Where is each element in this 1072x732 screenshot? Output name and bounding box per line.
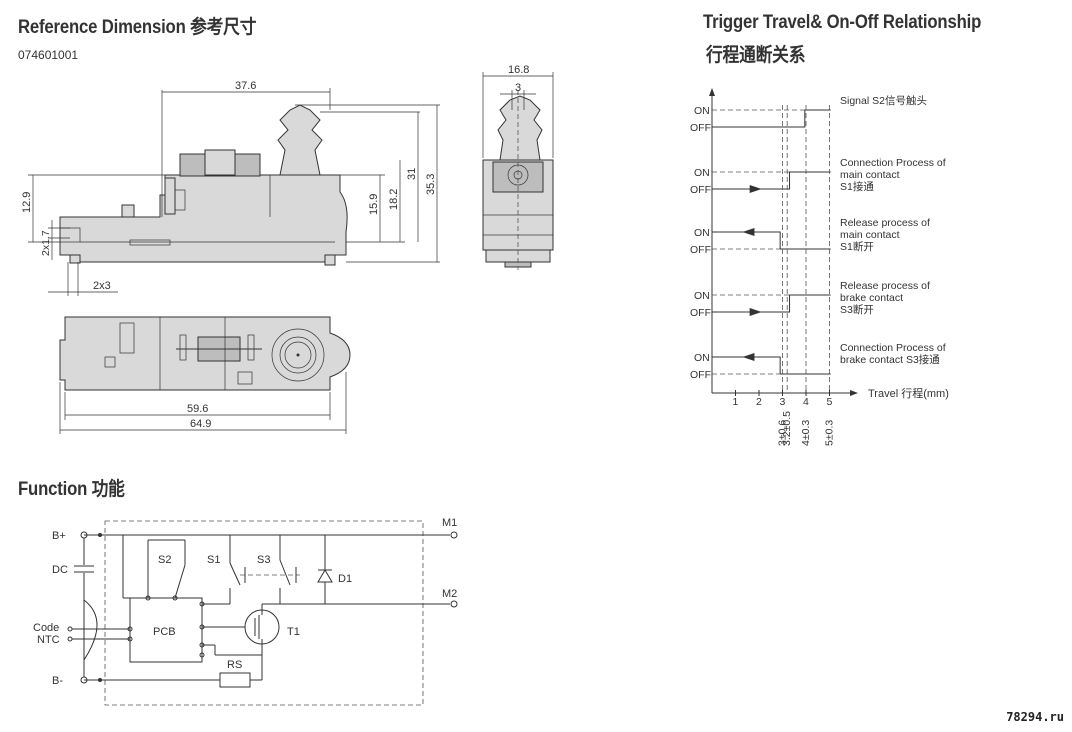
signal-trace-2: [712, 231, 831, 250]
dim-31: 31: [406, 168, 418, 180]
timing-diagram: Travel 行程(mm) ON OFF Signal S2信号触头 ON OFF Con…: [690, 88, 949, 446]
signal-trace-4: [712, 356, 831, 375]
on-label-3: ON: [694, 290, 710, 302]
dim-16-8: 16.8: [508, 64, 529, 76]
signal-trace-0: [712, 109, 831, 128]
label-code: Code: [33, 622, 59, 634]
dim-64-9: 64.9: [190, 418, 211, 430]
trigger-title-cn: 行程通断关系: [706, 45, 806, 66]
label-b-plus: B+: [52, 530, 66, 542]
dim-3: 3: [515, 82, 521, 94]
circuit-diagram: B+ DC Code NTC B- S2 S1 S3 D1 PCB T1 RS …: [33, 517, 458, 706]
travel-axis-label: Travel 行程(mm): [868, 387, 949, 400]
dim-59-6: 59.6: [187, 403, 208, 415]
dim-35-3: 35.3: [425, 174, 437, 195]
direction-arrow-1: [749, 185, 762, 193]
tolerance-3: 5±0.3: [824, 420, 836, 446]
label-b-minus: B-: [52, 675, 63, 687]
end-view: [482, 90, 554, 270]
row-label-1-c: S1接通: [840, 180, 874, 193]
row-label-4-a: Connection Process of: [840, 342, 946, 354]
row-label-0-a: Signal S2信号触头: [840, 94, 927, 107]
row-label-3-a: Release process of: [840, 280, 930, 292]
dim-12-9: 12.9: [21, 192, 33, 213]
tick-5: 5: [827, 396, 833, 408]
off-label-3: OFF: [690, 307, 711, 319]
row-label-3-c: S3断开: [840, 303, 874, 316]
label-s3: S3: [257, 554, 270, 566]
part-number: 074601001: [18, 48, 79, 62]
trigger-title-en: Trigger Travel& On-Off Relationship: [703, 12, 982, 33]
tolerance-1: 3.2±0.5: [781, 411, 793, 446]
row-label-2-b: main contact: [840, 229, 900, 241]
tick-3: 3: [780, 396, 786, 408]
label-pcb: PCB: [153, 626, 176, 638]
label-m1: M1: [442, 517, 457, 529]
off-label-1: OFF: [690, 184, 711, 196]
watermark: 78294.ru: [1006, 710, 1064, 724]
dim-2x1-7: 2x1.7: [40, 230, 52, 256]
label-rs: RS: [227, 659, 242, 671]
tolerance-0: 3±0.6: [777, 420, 789, 446]
label-ntc: NTC: [37, 634, 60, 646]
label-dc: DC: [52, 564, 68, 576]
tick-1: 1: [733, 396, 739, 408]
label-m2: M2: [442, 588, 457, 600]
dim-18-2: 18.2: [388, 189, 400, 210]
off-label-4: OFF: [690, 369, 711, 381]
row-label-2-a: Release process of: [840, 217, 930, 229]
dimension-lines: 37.6 15.9 18.2 31 35.3 12.9 2x1.7 2x3: [21, 64, 554, 434]
row-label-1-a: Connection Process of: [840, 157, 946, 169]
on-label-1: ON: [694, 167, 710, 179]
top-view: [59, 316, 351, 391]
direction-arrow-3: [749, 308, 762, 316]
tick-4: 4: [803, 396, 809, 408]
tick-2: 2: [756, 396, 762, 408]
on-label-2: ON: [694, 227, 710, 239]
label-t1: T1: [287, 626, 300, 638]
dim-15-9: 15.9: [368, 194, 380, 215]
direction-arrow-2: [742, 228, 755, 236]
row-label-3-b: brake contact: [840, 292, 903, 304]
signal-trace-1: [712, 171, 831, 190]
dim-37-6: 37.6: [235, 80, 256, 92]
off-label-2: OFF: [690, 244, 711, 256]
direction-arrow-4: [742, 353, 755, 361]
dim-2x3: 2x3: [93, 280, 111, 292]
side-view: [59, 104, 348, 266]
on-label-4: ON: [694, 352, 710, 364]
on-label-0: ON: [694, 105, 710, 117]
tolerance-2: 4±0.3: [800, 420, 812, 446]
row-label-1-b: main contact: [840, 169, 900, 181]
label-d1: D1: [338, 573, 352, 585]
label-s1: S1: [207, 554, 220, 566]
reference-title: Reference Dimension 参考尺寸: [18, 17, 257, 38]
row-label-4-b: brake contact S3接通: [840, 353, 940, 366]
off-label-0: OFF: [690, 122, 711, 134]
function-title: Function 功能: [18, 479, 125, 500]
row-label-2-c: S1断开: [840, 240, 874, 253]
signal-trace-3: [712, 294, 831, 313]
label-s2: S2: [158, 554, 171, 566]
